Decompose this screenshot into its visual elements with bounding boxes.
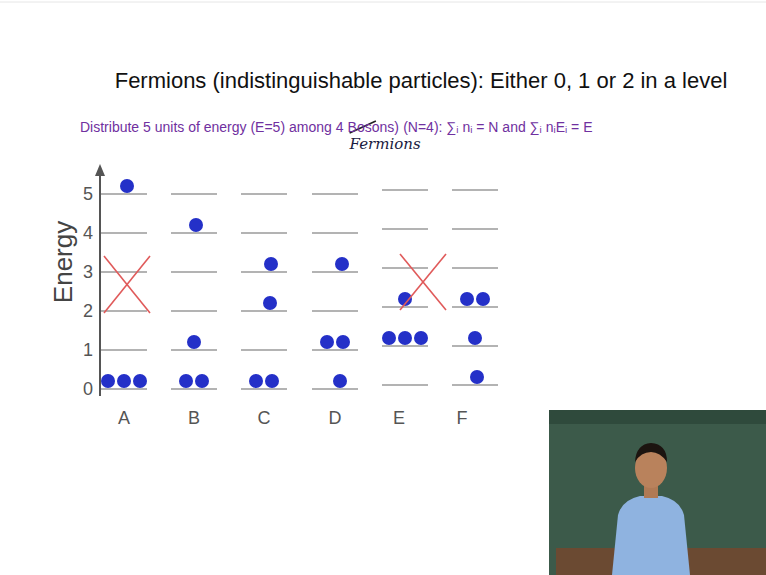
column-label: C [258, 408, 271, 429]
energy-level-line [171, 310, 217, 312]
lecturer-video [635, 443, 667, 462]
particle-dot [189, 218, 203, 232]
axis-title: Energy [49, 221, 79, 303]
energy-level-line [101, 232, 147, 234]
particle-dot [320, 335, 334, 349]
struck-word: Bosons) [348, 119, 399, 135]
column-label: A [118, 408, 130, 429]
handwritten-note: Fermions [350, 136, 421, 153]
tick-label: 5 [83, 184, 93, 205]
particle-dot [336, 335, 350, 349]
energy-level-line [452, 267, 498, 269]
energy-level-line [101, 190, 498, 389]
column-label: D [329, 408, 342, 429]
forbidden-cross [400, 254, 446, 310]
tick-label: 3 [83, 262, 93, 283]
tick-label: 4 [83, 223, 93, 244]
subtitle-row: Distribute 5 units of energy (E=5) among… [80, 119, 597, 135]
energy-level-line [312, 388, 358, 390]
particle-dot [333, 374, 347, 388]
particle-dot [470, 370, 484, 384]
energy-level-line [452, 306, 498, 308]
energy-level-line [241, 193, 287, 195]
energy-axis [95, 164, 105, 396]
energy-level-line [382, 189, 428, 191]
column-label: E [393, 408, 405, 429]
particle-dot [460, 292, 474, 306]
lecturer-video [549, 410, 766, 424]
subtitle-text: Distribute 5 units of energy (E=5) among… [80, 119, 343, 135]
energy-axis [99, 172, 101, 396]
particle-dot [382, 331, 396, 345]
tick-label: 0 [83, 379, 93, 400]
energy-level-line [382, 306, 428, 308]
forbidden-cross [104, 254, 446, 313]
energy-level-line [101, 388, 147, 390]
energy-level-line [382, 384, 428, 386]
energy-level-line [241, 232, 287, 234]
column-label: B [188, 408, 200, 429]
forbidden-cross [400, 254, 446, 310]
particle-dot [101, 179, 490, 388]
lecturer-video [549, 410, 766, 575]
particle-dot [187, 335, 201, 349]
particle-dot [117, 374, 131, 388]
forbidden-cross [104, 256, 150, 313]
energy-level-line [312, 193, 358, 195]
slide-title: Fermions (indistinguishable particles): … [115, 68, 728, 93]
particle-dot [468, 331, 482, 345]
energy-level-line [382, 267, 428, 269]
energy-level-line [382, 228, 428, 230]
energy-level-line [452, 228, 498, 230]
subtitle-text: (N=4): ∑ᵢ nᵢ = N and ∑ᵢ nᵢEᵢ = E [403, 119, 592, 135]
tick-label: 1 [83, 340, 93, 361]
energy-level-line [101, 349, 147, 351]
energy-level-line [312, 310, 358, 312]
particle-dot [264, 257, 278, 271]
particle-dot [476, 292, 490, 306]
particle-dot [133, 374, 147, 388]
energy-axis [95, 164, 105, 176]
particle-dot [335, 257, 349, 271]
energy-level-line [382, 345, 428, 347]
lecturer-video [612, 496, 690, 575]
energy-level-line [241, 310, 287, 312]
top-rule [0, 2, 766, 3]
energy-level-line [101, 193, 147, 195]
energy-level-line [101, 271, 147, 273]
tick-label: 2 [83, 301, 93, 322]
energy-level-line [312, 232, 358, 234]
energy-level-line [241, 388, 287, 390]
energy-level-line [241, 349, 287, 351]
particle-dot [398, 331, 412, 345]
energy-level-line [171, 388, 217, 390]
particle-dot [195, 374, 209, 388]
energy-level-line [452, 189, 498, 191]
particle-dot [263, 296, 277, 310]
particle-dot [179, 374, 193, 388]
energy-level-line [312, 271, 358, 273]
particle-dot [414, 331, 428, 345]
energy-level-line [101, 310, 147, 312]
energy-level-line [171, 193, 217, 195]
energy-level-line [171, 349, 217, 351]
column-label: F [457, 408, 468, 429]
particle-dot [249, 374, 263, 388]
particle-dot [265, 374, 279, 388]
energy-level-line [171, 232, 217, 234]
energy-level-line [452, 345, 498, 347]
energy-level-line [452, 384, 498, 386]
energy-level-line [241, 271, 287, 273]
forbidden-cross [104, 256, 150, 313]
particle-dot [120, 179, 134, 193]
lecturer-video [549, 410, 766, 575]
energy-level-line [312, 349, 358, 351]
energy-level-line [171, 271, 217, 273]
particle-dot [101, 374, 115, 388]
